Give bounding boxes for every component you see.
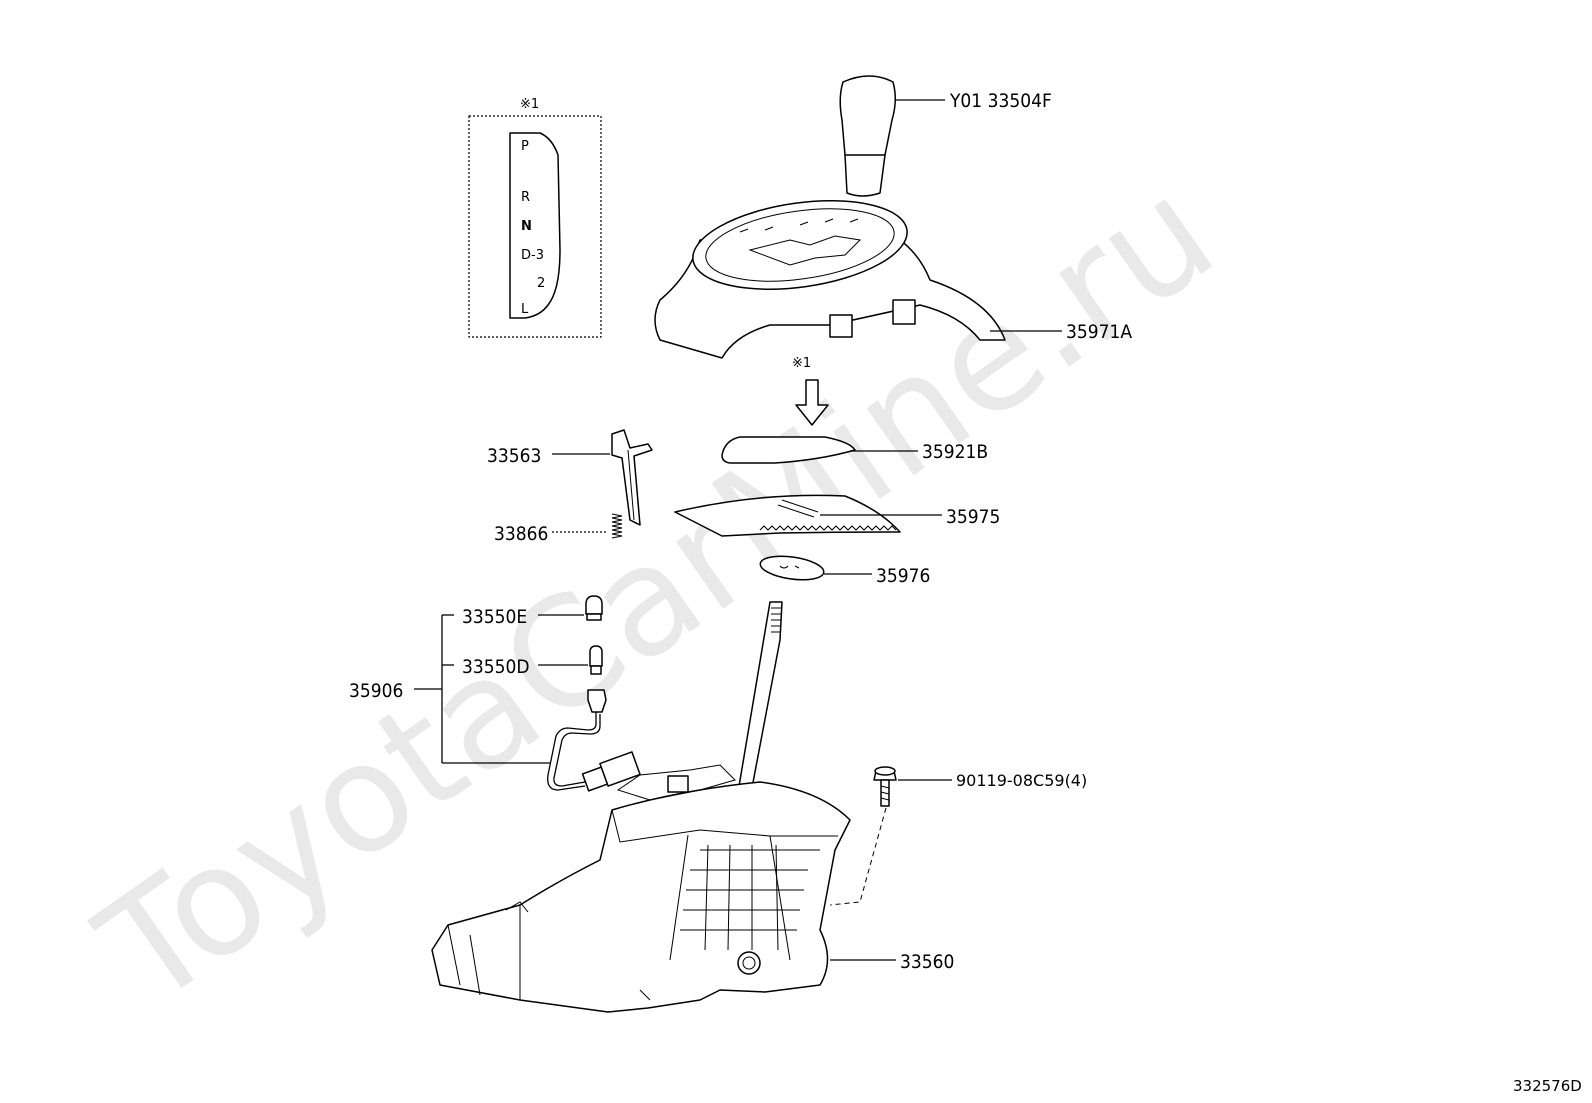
shift-housing: [654, 200, 1062, 359]
wire-assy-bracket: [414, 614, 550, 764]
gear-2: 2: [537, 276, 545, 291]
gear-indicator-inset: ※1 P R N D-3 2 L: [468, 97, 602, 338]
shift-base: [431, 764, 896, 1013]
screw: [829, 766, 952, 906]
socket-wire: [547, 689, 641, 792]
lever-stop: [552, 429, 653, 526]
diagram-id: 332576D: [1513, 1077, 1582, 1095]
inset-frame: [468, 115, 602, 338]
label-wire-assy: 35906: [349, 680, 403, 702]
label-small-cover: 35976: [876, 565, 930, 587]
arrow-mark: ※1: [792, 356, 811, 371]
label-plate: 35921B: [922, 441, 988, 463]
label-knob: Y01 33504F: [949, 90, 1052, 112]
shift-knob: [839, 75, 945, 197]
spring: [552, 513, 623, 539]
label-screw: 90119-08C59(4): [956, 771, 1087, 790]
label-lever-stop: 33563: [487, 445, 541, 467]
small-cover: [759, 555, 872, 581]
direction-arrow: ※1: [792, 356, 829, 426]
label-slide-cover: 35975: [946, 506, 1000, 528]
label-bulb-d: 33550D: [462, 656, 530, 678]
inset-mark: ※1: [520, 97, 539, 112]
gear-r: R: [521, 190, 530, 205]
bulb-d: [538, 645, 603, 675]
gear-n: N: [521, 219, 532, 234]
label-base: 33560: [900, 951, 954, 973]
indicator-plate: [721, 436, 918, 464]
gear-d3: D-3: [521, 248, 544, 263]
bulb-e: [538, 595, 603, 621]
gear-indicator-plate: [509, 132, 561, 319]
label-spring: 33866: [494, 523, 548, 545]
label-bulb-e: 33550E: [462, 606, 527, 628]
gear-l: L: [521, 302, 529, 317]
slide-cover: [674, 494, 942, 537]
label-housing: 35971A: [1066, 321, 1132, 343]
gear-p: P: [521, 139, 529, 154]
